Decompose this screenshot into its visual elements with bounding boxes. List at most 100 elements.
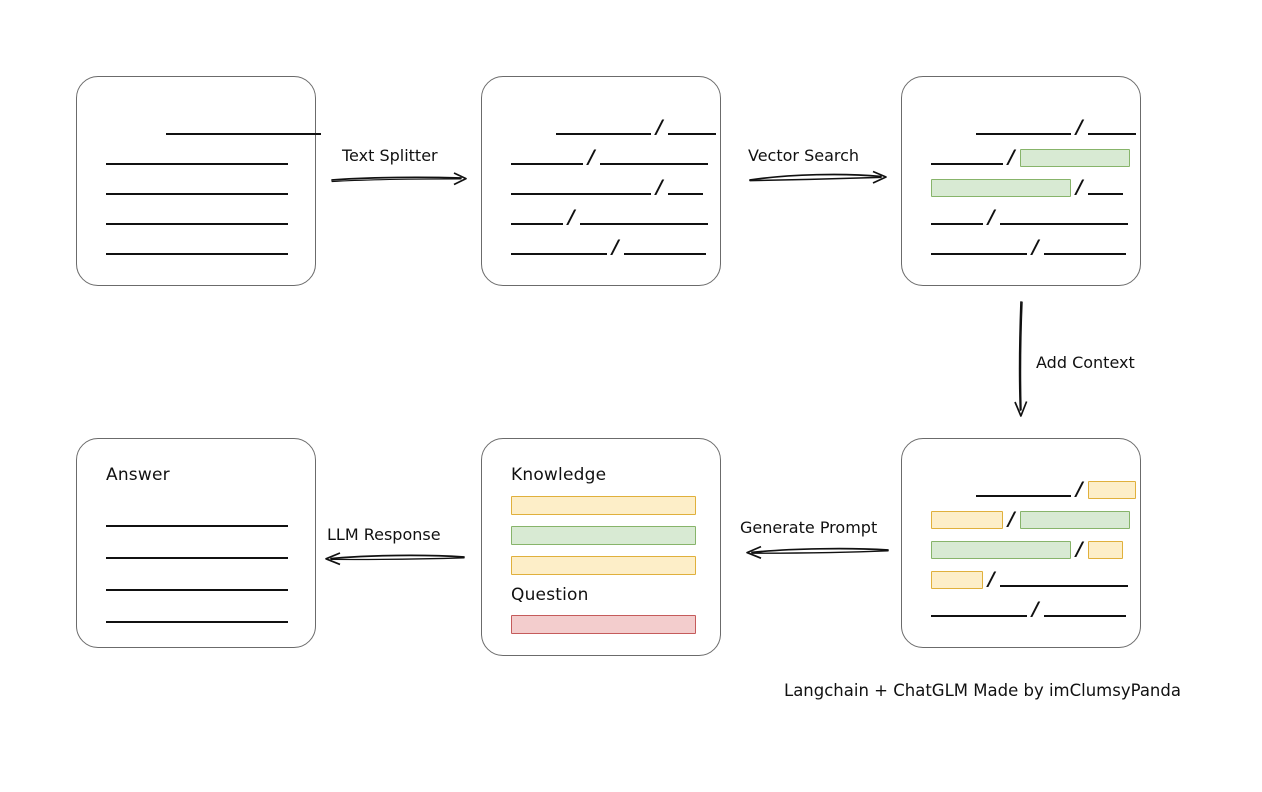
text-line [511, 193, 651, 195]
highlight-chunk-green [1019, 511, 1130, 529]
edge-arrow-add-context [1014, 301, 1028, 417]
text-row: / [931, 567, 1128, 590]
edge-arrow-vector-search [749, 170, 887, 184]
context-added-body: / / / / / [902, 439, 1140, 647]
vector-matched-body: / / / / / [902, 77, 1140, 285]
answer-body [77, 439, 315, 647]
node-prompt[interactable]: Knowledge Question [481, 438, 721, 656]
slash-separator: / [1076, 115, 1083, 138]
node-context-added[interactable]: / / / / / [901, 438, 1141, 648]
text-line [511, 223, 563, 225]
slash-separator: / [1076, 537, 1083, 560]
split-chunks-body: / / / / / [482, 77, 720, 285]
slash-separator: / [1008, 145, 1015, 168]
text-line [106, 525, 288, 527]
text-row: / [556, 115, 716, 138]
text-row [106, 511, 288, 529]
text-line [623, 253, 706, 255]
slash-separator: / [588, 145, 595, 168]
highlight-chunk-green [1019, 149, 1130, 167]
edge-label-text-splitter: Text Splitter [342, 146, 438, 165]
text-line [999, 585, 1128, 587]
text-row [106, 149, 288, 167]
text-line [667, 133, 716, 135]
edge-label-add-context: Add Context [1036, 353, 1135, 372]
text-line [556, 133, 651, 135]
highlight-chunk-yellow [1087, 541, 1123, 559]
text-row [106, 179, 288, 197]
text-row [166, 119, 321, 137]
text-row: / [931, 537, 1123, 560]
text-row: / [511, 205, 708, 228]
text-line [1043, 253, 1126, 255]
slash-separator: / [1076, 477, 1083, 500]
text-line [667, 193, 703, 195]
text-line [976, 133, 1071, 135]
diagram-caption: Langchain + ChatGLM Made by imClumsyPand… [784, 681, 1181, 700]
slash-separator: / [988, 205, 995, 228]
prompt-knowledge-label: Knowledge [511, 465, 607, 485]
slash-separator: / [568, 205, 575, 228]
text-line [579, 223, 708, 225]
text-row: / [511, 145, 708, 168]
slash-separator: / [1032, 235, 1039, 258]
text-row: / [931, 175, 1123, 198]
prompt-bar-yellow [511, 496, 696, 515]
text-line [106, 193, 288, 195]
text-line [931, 163, 1003, 165]
text-line [976, 495, 1071, 497]
text-row: / [976, 115, 1136, 138]
edge-arrow-llm-response [325, 552, 465, 566]
text-line [106, 621, 288, 623]
text-row: / [976, 477, 1136, 500]
text-line [1087, 133, 1136, 135]
text-row [106, 239, 288, 257]
slash-separator: / [656, 175, 663, 198]
edge-arrow-text-splitter [331, 172, 467, 186]
prompt-knowledge-bars [482, 439, 720, 655]
edge-label-generate-prompt: Generate Prompt [740, 518, 878, 537]
text-line [106, 223, 288, 225]
slash-separator: / [656, 115, 663, 138]
node-vector-matched[interactable]: / / / / / [901, 76, 1141, 286]
highlight-chunk-green [931, 179, 1071, 197]
text-line [999, 223, 1128, 225]
highlight-chunk-yellow [931, 511, 1003, 529]
edge-arrow-generate-prompt [746, 545, 889, 559]
node-source-document[interactable] [76, 76, 321, 286]
text-row: / [931, 235, 1126, 258]
prompt-question-bars [482, 439, 720, 655]
prompt-bar-yellow [511, 556, 696, 575]
text-line [599, 163, 708, 165]
text-row: / [931, 507, 1130, 530]
prompt-bar-green [511, 526, 696, 545]
slash-separator: / [988, 567, 995, 590]
slash-separator: / [612, 235, 619, 258]
text-line [931, 223, 983, 225]
text-row [106, 575, 288, 593]
text-row: / [931, 597, 1126, 620]
node-split-chunks[interactable]: / / / / / [481, 76, 721, 286]
text-line [106, 253, 288, 255]
highlight-chunk-green [931, 541, 1071, 559]
edge-label-vector-search: Vector Search [748, 146, 860, 165]
node-answer[interactable]: Answer [76, 438, 316, 648]
text-line [931, 615, 1027, 617]
slash-separator: / [1076, 175, 1083, 198]
edge-label-llm-response: LLM Response [327, 525, 441, 544]
text-line [1043, 615, 1126, 617]
slash-separator: / [1008, 507, 1015, 530]
text-row [106, 607, 288, 625]
text-row [106, 543, 288, 561]
text-line [1087, 193, 1123, 195]
highlight-chunk-yellow [1087, 481, 1136, 499]
source-document-body [77, 77, 321, 285]
text-line [166, 133, 321, 135]
text-row [106, 209, 288, 227]
slash-separator: / [1032, 597, 1039, 620]
text-line [511, 163, 583, 165]
text-row: / [931, 205, 1128, 228]
answer-title: Answer [106, 465, 170, 485]
prompt-bar-red [511, 615, 696, 634]
